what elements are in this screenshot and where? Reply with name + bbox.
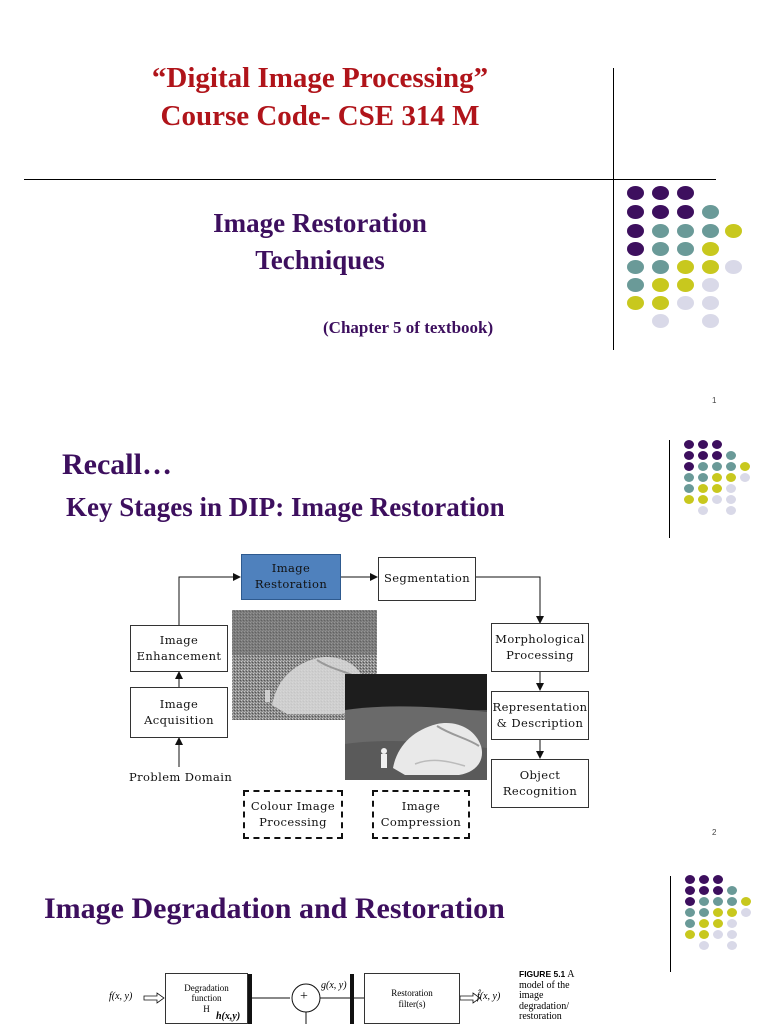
- figure-number: FIGURE 5.1: [519, 969, 566, 979]
- degradation-function-label: Degradation function H: [184, 982, 229, 1014]
- divider-vertical: [613, 68, 614, 350]
- summing-junction-plus: +: [300, 989, 308, 1004]
- divider-horizontal: [24, 179, 716, 180]
- output-fhat-label: f̂(x, y): [477, 991, 501, 1002]
- box-image-restoration: Image Restoration: [241, 554, 341, 600]
- restoration-filter-box: Restoration filter(s): [364, 973, 460, 1024]
- flow-connectors: [175, 573, 544, 767]
- figure-caption: FIGURE 5.1 A model of the image degradat…: [519, 969, 589, 1023]
- slide-2: Recall… Key Stages in DIP: Image Restora…: [0, 420, 768, 862]
- course-title: “Digital Image Processing”: [151, 62, 489, 94]
- page-number: 2: [712, 828, 717, 837]
- box-image-compression: Image Compression: [372, 790, 470, 839]
- h-xy-label: h(x,y): [216, 1011, 241, 1022]
- restored-moon-rock-image: [345, 674, 487, 780]
- restoration-filter-label: Restoration filter(s): [391, 988, 433, 1009]
- degradation-heading: Image Degradation and Restoration: [44, 892, 505, 925]
- dot-grid-decoration: [683, 875, 755, 955]
- recall-heading: Recall…: [62, 448, 172, 481]
- slide-3: Image Degradation and Restoration: [0, 862, 768, 1024]
- page-number: 1: [712, 396, 717, 405]
- divider-vertical: [669, 440, 670, 538]
- dot-grid-decoration: [682, 440, 754, 520]
- box-colour-image-processing: Colour Image Processing: [243, 790, 343, 839]
- box-morphological-processing: Morphological Processing: [491, 623, 589, 672]
- input-f-label: f(x, y): [109, 991, 133, 1002]
- box-image-enhancement: Image Enhancement: [130, 625, 228, 672]
- slide-1: “Digital Image Processing” Course Code- …: [0, 0, 768, 420]
- box-representation-description: Representation & Description: [491, 691, 589, 740]
- divider-vertical: [670, 876, 671, 972]
- figure-caption-text: model of the image degradation/ restorat…: [519, 979, 570, 1022]
- box-image-acquisition: Image Acquisition: [130, 687, 228, 738]
- course-code: Course Code- CSE 314 M: [160, 100, 480, 132]
- noisy-moon-rock-image: [232, 610, 377, 720]
- box-segmentation: Segmentation: [378, 557, 476, 601]
- box-object-recognition: Object Recognition: [491, 759, 589, 808]
- topic-title: Image Restoration: [213, 208, 427, 238]
- degradation-model-connectors: [143, 974, 481, 1024]
- figure-caption-lead: A: [567, 969, 575, 980]
- degradation-function-box: Degradation function H: [165, 973, 248, 1024]
- problem-domain-label: Problem Domain: [129, 770, 233, 784]
- chapter-note: (Chapter 5 of textbook): [323, 318, 494, 337]
- stages-heading: Key Stages in DIP: Image Restoration: [66, 492, 505, 522]
- dot-grid-decoration: [625, 186, 750, 331]
- topic-title-line2: Techniques: [255, 245, 385, 275]
- g-xy-label: g(x, y): [321, 980, 347, 991]
